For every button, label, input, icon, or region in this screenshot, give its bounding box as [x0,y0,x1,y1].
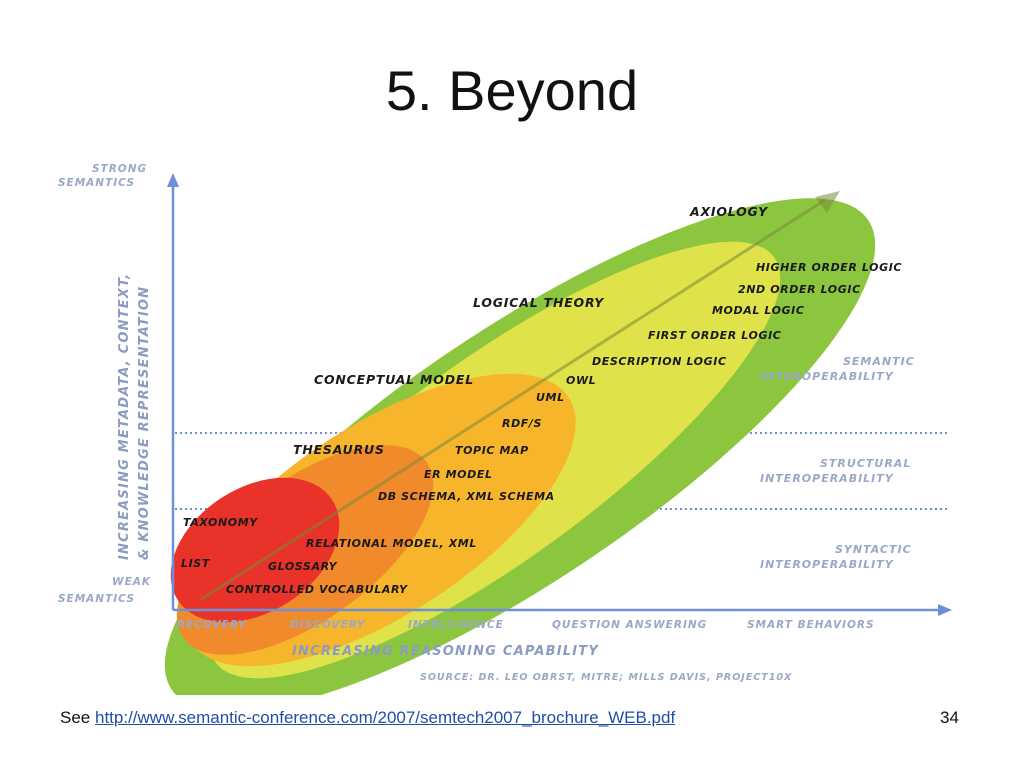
y-bottom-label-line1: WEAK [112,576,151,588]
label-rdfs: RDF/S [502,417,542,430]
label-axiology: AXIOLOGY [689,204,769,219]
label-glossary: GLOSSARY [268,560,338,573]
y-bottom-label-line2: SEMANTICS [58,593,135,605]
label-owl: OWL [566,374,596,387]
x-tick-question-answering: QUESTION ANSWERING [552,619,707,631]
label-conceptual-model: CONCEPTUAL MODEL [314,372,474,387]
label-relational-model: RELATIONAL MODEL, XML [306,537,477,550]
zone-structural-line2: INTEROPERABILITY [760,472,894,485]
x-tick-recovery: RECOVERY [177,619,247,631]
label-uml: UML [536,391,565,404]
slide-title: 5. Beyond [385,59,639,122]
x-tick-discovery: DISCOVERY [290,619,366,631]
y-top-label-line2: SEMANTICS [58,177,135,189]
label-higher-order-logic: HIGHER ORDER LOGIC [756,261,902,274]
red-region [170,477,340,623]
label-controlled-vocabulary: CONTROLLED VOCABULARY [226,583,408,596]
x-axis-label: INCREASING REASONING CAPABILITY [292,644,599,659]
label-logical-theory: LOGICAL THEORY [473,295,605,310]
label-first-order-logic: FIRST ORDER LOGIC [648,329,781,342]
zone-syntactic-line2: INTEROPERABILITY [760,558,894,571]
label-thesaurus: THESAURUS [293,442,385,457]
label-er-model: ER MODEL [424,468,493,481]
zone-structural-line1: STRUCTURAL [820,457,911,470]
y-top-label-line1: STRONG [92,163,147,175]
brochure-link[interactable]: http://www.semantic-conference.com/2007/… [94,708,676,727]
label-2nd-order-logic: 2ND ORDER LOGIC [738,283,861,296]
page-number: 34 [940,708,959,727]
label-topic-map: TOPIC MAP [455,444,529,457]
y-axis-label-line2: & KNOWLEDGE REPRESENTATION [137,286,152,560]
y-axis-arrow-icon [167,173,179,187]
x-axis-arrow-icon [938,604,952,616]
x-tick-intelligence: INTELLIGENCE [408,619,504,631]
zone-semantic-line1: SEMANTIC [843,355,915,368]
diagonal-arrow-line [199,198,826,602]
zone-syntactic-line1: SYNTACTIC [835,543,912,556]
footer-prefix: See [60,708,91,727]
semantic-spectrum-diagram: STRONG SEMANTICS WEAK SEMANTICS INCREASI… [50,155,970,695]
zone-semantic-line2: INTEROPERABILITY [760,370,894,383]
label-list: LIST [181,557,211,570]
label-taxonomy: TAXONOMY [183,516,258,529]
label-modal-logic: MODAL LOGIC [712,304,805,317]
source-label: SOURCE: DR. LEO OBRST, MITRE; MILLS DAVI… [420,672,792,683]
diagonal-arrow-head [815,191,840,213]
label-db-schema: DB SCHEMA, XML SCHEMA [378,490,555,503]
x-tick-smart-behaviors: SMART BEHAVIORS [747,619,875,631]
label-description-logic: DESCRIPTION LOGIC [592,355,727,368]
footer: See http://www.semantic-conference.com/2… [60,708,675,728]
y-axis-label-line1: INCREASING METADATA, CONTEXT, [117,273,132,560]
